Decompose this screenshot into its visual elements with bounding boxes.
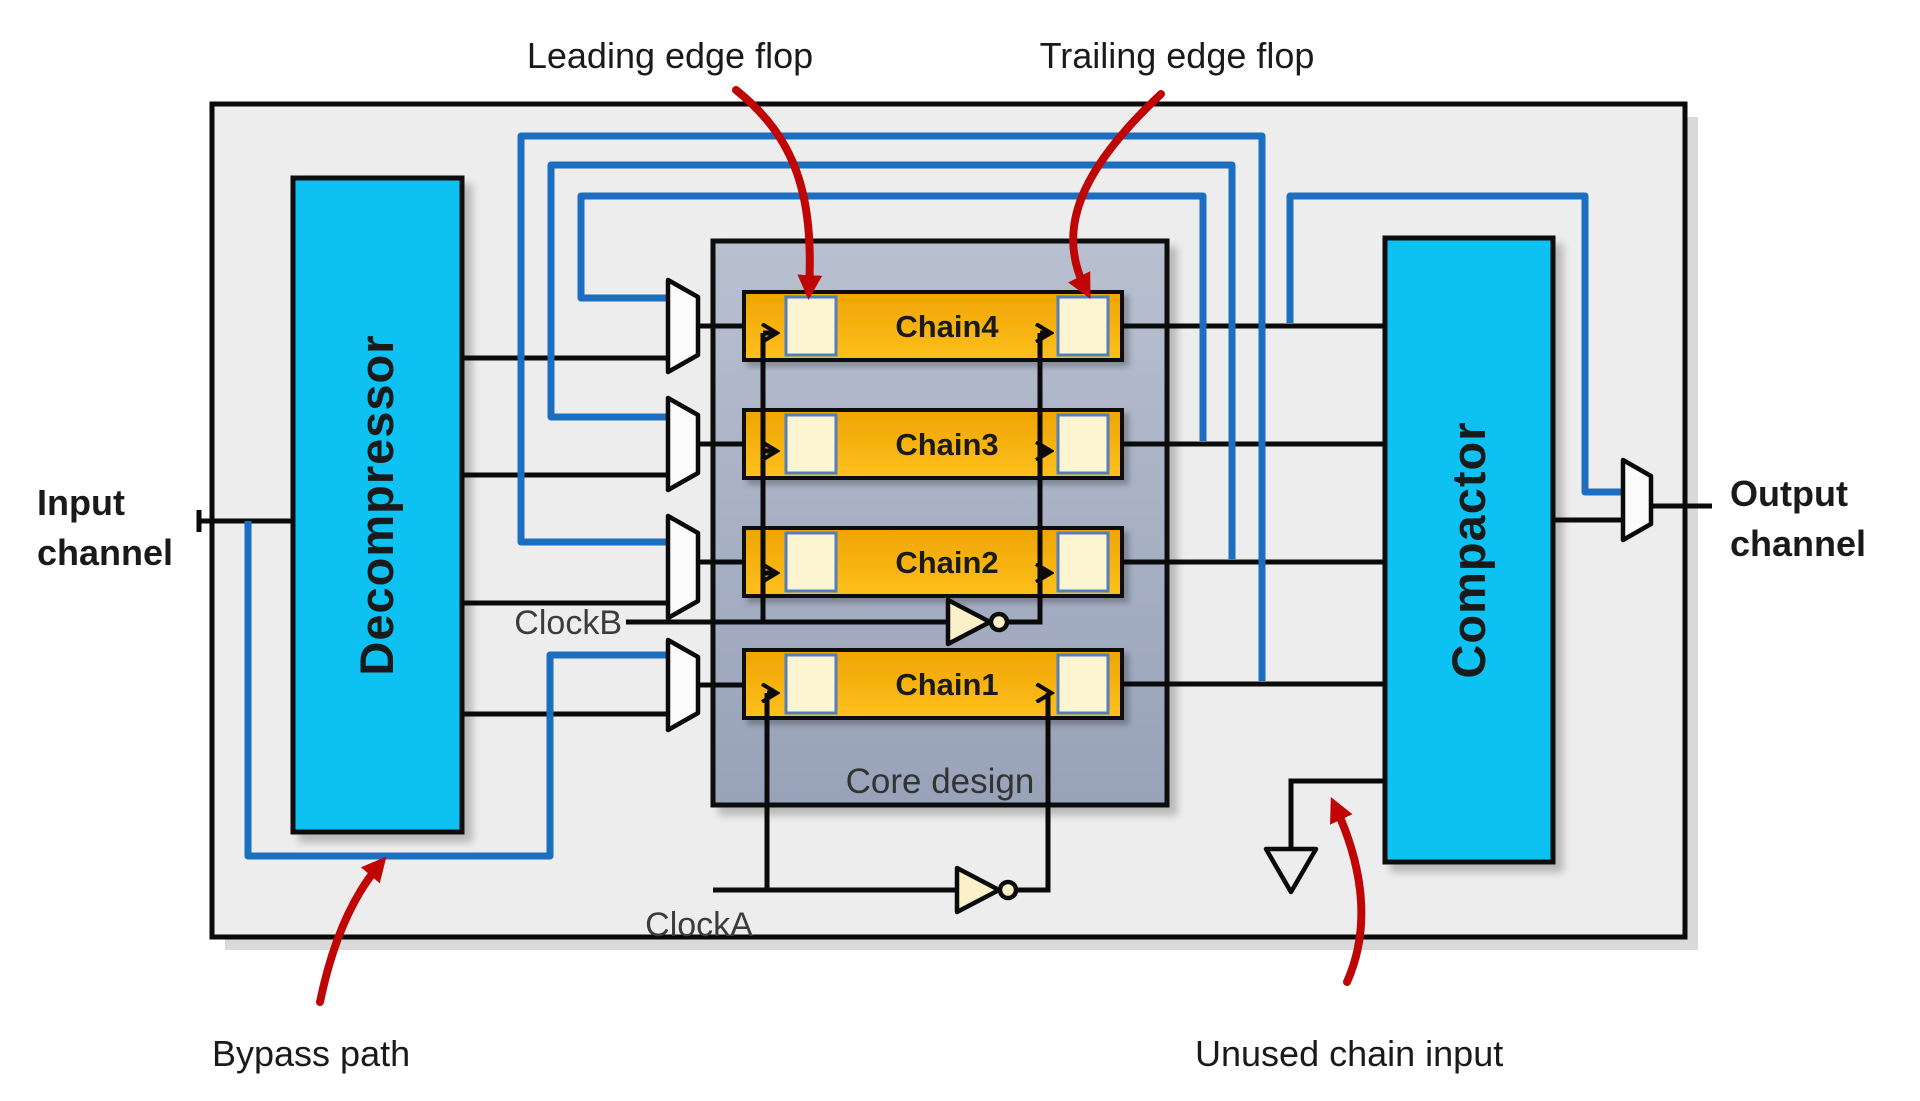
bypass-path-arrow	[316, 856, 387, 1006]
chain2-leading-edge-flop-icon	[784, 531, 838, 593]
chain2-trailing-edge-flop-icon	[1056, 531, 1110, 593]
unused-chain-input-arrow	[1330, 797, 1366, 986]
chain3-trailing-edge-flop-icon	[1056, 413, 1110, 475]
leading-edge-flop-arrow	[732, 86, 823, 300]
clockb-trailing-clock-trunk	[1008, 333, 1043, 625]
chain4-row	[742, 290, 1124, 362]
feedback-wire-chain1-to-mux2	[517, 132, 1266, 681]
chain2-label: Chain2	[895, 545, 998, 580]
clocka-label: ClockA	[645, 906, 753, 944]
compactor-label: Compactor	[1442, 421, 1495, 678]
chain4-label: Chain4	[895, 309, 999, 344]
trailing-edge-flop-arrow	[1068, 90, 1165, 299]
unused-chain-input-wire	[1288, 778, 1385, 849]
compactor-block	[1382, 235, 1556, 865]
chain2-input-mux-icon	[665, 513, 701, 621]
clockb-label: ClockB	[514, 604, 622, 642]
decompressor-label: Decompressor	[350, 334, 403, 675]
chain1-label: Chain1	[895, 667, 998, 702]
chain4-input-mux-icon	[665, 277, 701, 375]
feedback-wire-chain2-to-mux3	[547, 161, 1236, 559]
output-channel-label-line2: channel	[1730, 523, 1866, 564]
input-channel-label-line1: Input	[37, 482, 125, 523]
chain1-row	[742, 648, 1124, 720]
bypass-path-label: Bypass path	[212, 1033, 410, 1074]
feedback-wire-chain3-to-mux4	[577, 192, 1207, 441]
chain1-trailing-edge-flop-icon	[1056, 653, 1110, 715]
chain3-leading-edge-flop-icon	[784, 413, 838, 475]
chain1-input-mux-icon	[665, 637, 701, 733]
chain4-leading-edge-flop-icon	[784, 295, 838, 357]
unused-chain-input-label: Unused chain input	[1195, 1033, 1503, 1074]
decompressor-block	[290, 175, 465, 835]
chain3-row	[742, 408, 1124, 480]
ground-icon	[1263, 846, 1319, 895]
output-channel-label-line1: Output	[1730, 473, 1848, 514]
clocka-inverter-icon	[954, 865, 1019, 915]
chain3-input-mux-icon	[665, 395, 701, 493]
input-channel-label-line2: channel	[37, 532, 173, 573]
chain4-trailing-edge-flop-icon	[1056, 295, 1110, 357]
output-mux-icon	[1620, 457, 1654, 543]
clockb-inverter-icon	[945, 597, 1010, 647]
core-design-label: Core design	[846, 762, 1035, 801]
bypass-wire	[244, 521, 666, 860]
leading-edge-flop-label: Leading edge flop	[527, 35, 813, 76]
trailing-edge-flop-label: Trailing edge flop	[1040, 35, 1315, 76]
clocka-trailing-clock-branch	[1017, 693, 1051, 893]
chain1-leading-edge-flop-icon	[784, 653, 838, 715]
chain4-to-output-mux-wire	[1286, 192, 1621, 496]
chain3-label: Chain3	[895, 427, 998, 462]
